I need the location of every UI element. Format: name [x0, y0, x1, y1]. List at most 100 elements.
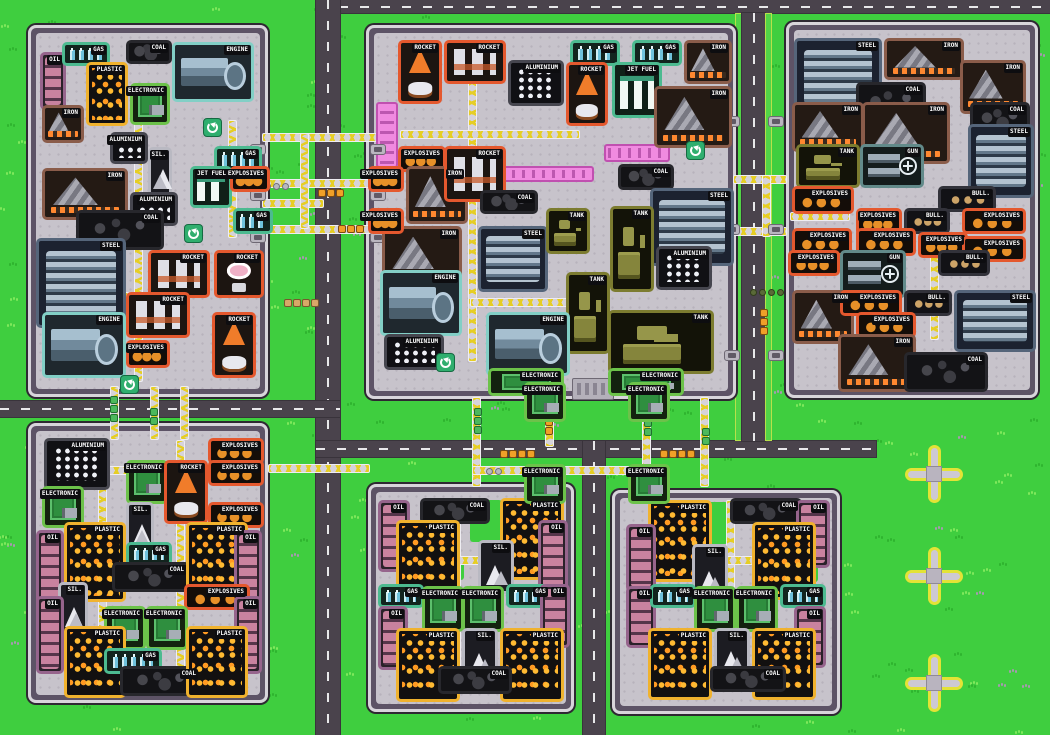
pink-belt[interactable]	[498, 166, 594, 182]
building-bull[interactable]: BULL.	[904, 290, 952, 316]
conveyor[interactable]	[762, 175, 771, 237]
conveyor[interactable]	[733, 175, 787, 184]
building-iron[interactable]: IRON	[684, 40, 732, 84]
conveyor[interactable]	[472, 397, 481, 487]
building-iron[interactable]: IRON	[42, 105, 84, 143]
building-electronic[interactable]: ELECTRONIC	[521, 464, 566, 504]
building-rocket-cyl[interactable]: ROCKET	[444, 40, 506, 84]
building-rocket-cone[interactable]: ROCKET	[212, 312, 256, 378]
building-bull[interactable]: BULL.	[938, 250, 990, 276]
building-coal[interactable]: COAL	[420, 498, 490, 524]
building-aluminium[interactable]: ALUMINIUM	[656, 246, 712, 290]
building-explosives[interactable]: EXPLOSIVES	[208, 460, 264, 486]
building-coal[interactable]: COAL	[438, 666, 512, 694]
building-explosives[interactable]: EXPLOSIVES	[788, 250, 840, 276]
building-aluminium[interactable]: ALUMINIUM	[44, 438, 110, 490]
building-aluminium[interactable]: ALUMINIUM	[384, 334, 444, 370]
building-steel[interactable]: STEEL	[650, 188, 734, 266]
building-rocket-cone[interactable]: ROCKET	[164, 460, 208, 524]
building-tank[interactable]: TANK	[546, 208, 590, 254]
waypoint-cross[interactable]	[905, 445, 963, 503]
building-electronic[interactable]: ELECTRONIC	[691, 586, 736, 632]
building-engine[interactable]: ENGINE	[486, 312, 570, 376]
recycle-icon[interactable]	[203, 118, 222, 137]
pink-belt[interactable]	[376, 102, 398, 168]
building-oil[interactable]: OIL	[40, 52, 66, 110]
building-electronic[interactable]: ELECTRONIC	[123, 460, 168, 504]
building-electronic[interactable]: ELECTRONIC	[39, 486, 84, 528]
building-engine[interactable]: ENGINE	[42, 312, 126, 378]
building-electronic[interactable]: ELECTRONIC	[625, 464, 670, 504]
recycle-icon[interactable]	[686, 141, 705, 160]
building-steel[interactable]: STEEL	[968, 124, 1034, 198]
building-electronic[interactable]: ELECTRONIC	[733, 586, 778, 632]
pink-belt[interactable]	[604, 144, 670, 162]
building-plastic[interactable]: PLASTIC	[186, 626, 248, 698]
waypoint-cross[interactable]	[905, 654, 963, 712]
building-explosives[interactable]: EXPLOSIVES	[359, 208, 404, 234]
conveyor[interactable]	[300, 133, 309, 229]
building-coal[interactable]: COAL	[618, 164, 674, 190]
building-gun[interactable]: GUN	[860, 144, 924, 188]
building-iron[interactable]: IRON	[838, 334, 916, 392]
building-tank[interactable]: TANK	[796, 144, 860, 188]
conveyor[interactable]	[468, 62, 477, 362]
building-engine[interactable]: ENGINE	[172, 42, 254, 102]
conveyor[interactable]	[110, 386, 119, 440]
building-coal[interactable]: COAL	[904, 352, 988, 392]
building-sil[interactable]: SIL.	[148, 147, 172, 197]
recycle-icon[interactable]	[436, 353, 455, 372]
building-electronic[interactable]: ELECTRONIC	[625, 382, 670, 422]
building-gas[interactable]: GAS	[378, 584, 424, 608]
building-coal[interactable]: COAL	[480, 190, 538, 214]
building-rocket-cone[interactable]: ROCKET	[398, 40, 442, 104]
conveyor[interactable]	[268, 464, 370, 473]
building-tank[interactable]: TANK	[610, 206, 654, 292]
building-rocket-cyl[interactable]: ROCKET	[444, 146, 506, 202]
building-iron[interactable]: IRON	[884, 38, 964, 80]
building-steel[interactable]: STEEL	[954, 290, 1036, 352]
waypoint-cross[interactable]	[905, 547, 963, 605]
building-jetfuel[interactable]: JET FUEL	[190, 166, 232, 208]
building-electronic[interactable]: ELECTRONIC	[521, 382, 566, 422]
building-coal[interactable]: COAL	[710, 666, 786, 692]
building-rocket-cone[interactable]: ROCKET	[566, 62, 608, 126]
building-electronic[interactable]: ELECTRONIC	[419, 586, 464, 632]
building-tank[interactable]: TANK	[566, 272, 610, 354]
building-explosives[interactable]: EXPLOSIVES	[792, 186, 854, 214]
building-gas[interactable]: GAS	[780, 584, 826, 608]
building-tank[interactable]: TANK	[608, 310, 714, 374]
recycle-icon[interactable]	[184, 224, 203, 243]
building-electronic[interactable]: ELECTRONIC	[143, 606, 188, 650]
building-engine[interactable]: ENGINE	[380, 270, 462, 336]
building-rocket-cyl[interactable]: ROCKET	[126, 292, 190, 338]
building-iron[interactable]: IRON	[654, 86, 732, 148]
conveyor[interactable]	[470, 298, 580, 307]
building-explosives[interactable]: EXPLOSIVES	[962, 208, 1026, 234]
building-oil[interactable]: OIL	[538, 520, 568, 594]
building-electronic[interactable]: ELECTRONIC	[125, 83, 170, 125]
building-coal[interactable]: COAL	[126, 40, 172, 64]
building-rocket-cyl[interactable]: ROCKET	[148, 250, 210, 298]
recycle-icon[interactable]	[120, 375, 139, 394]
building-electronic[interactable]: ELECTRONIC	[459, 586, 504, 632]
conveyor[interactable]	[262, 199, 324, 208]
building-oil[interactable]: OIL	[626, 524, 656, 592]
building-plastic[interactable]: PLASTIC	[86, 62, 128, 126]
building-explosives[interactable]: EXPLOSIVES	[225, 166, 270, 192]
building-gas[interactable]: GAS	[233, 208, 273, 234]
building-coal[interactable]: COAL	[730, 498, 802, 524]
building-plastic[interactable]: PLASTIC	[648, 628, 712, 700]
conveyor[interactable]	[180, 386, 189, 440]
conveyor[interactable]	[400, 130, 580, 139]
building-aluminium[interactable]: ALUMINIUM	[107, 132, 148, 164]
building-explosives[interactable]: EXPLOSIVES	[359, 166, 404, 192]
conveyor[interactable]	[262, 133, 380, 142]
building-coal[interactable]: COAL	[112, 562, 190, 592]
building-oil[interactable]: OIL	[36, 596, 64, 674]
building-plastic[interactable]: PLASTIC	[500, 628, 564, 702]
building-aluminium[interactable]: ALUMINIUM	[508, 60, 564, 106]
building-steel[interactable]: STEEL	[478, 226, 548, 292]
building-explosives[interactable]: EXPLOSIVES	[125, 340, 170, 368]
building-explosives[interactable]: EXPLOSIVES	[962, 236, 1026, 262]
